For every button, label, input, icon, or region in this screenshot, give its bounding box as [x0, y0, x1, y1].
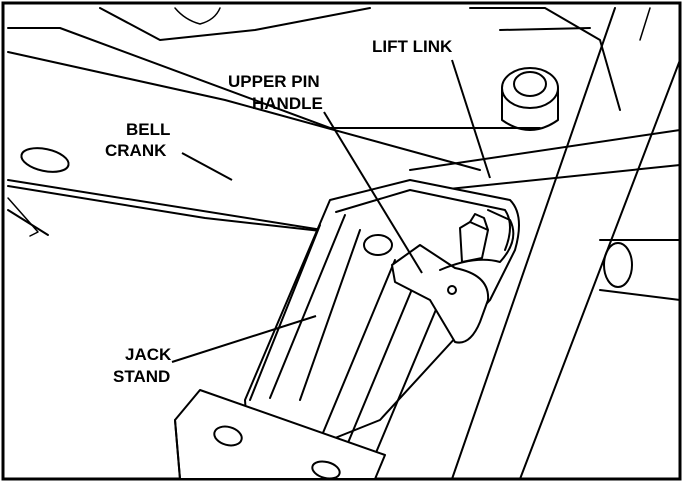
upper-housing-part — [99, 7, 621, 111]
jack-label: JACK — [125, 345, 172, 364]
upper-pin-handle-leader — [323, 111, 423, 274]
bell-crank-leader — [181, 152, 233, 181]
jack-post-top — [363, 234, 393, 256]
bell-label: BELL — [126, 120, 170, 139]
lift-link-part — [409, 67, 681, 301]
jack-stand-leader — [171, 315, 317, 363]
bushing — [501, 67, 559, 109]
upper-pin-label: UPPER PIN — [228, 72, 320, 91]
upper-pin-handle-part — [391, 209, 515, 344]
stand-label: STAND — [113, 367, 170, 386]
upper-pin — [459, 221, 489, 263]
base-hole-left — [213, 425, 243, 447]
pivot-pin — [603, 242, 633, 288]
crank-label: CRANK — [105, 141, 167, 160]
jack-stand-part — [174, 179, 520, 480]
base-hole-right — [311, 460, 341, 480]
frame-rail — [451, 7, 681, 480]
lift-link-label: LIFT LINK — [372, 37, 453, 56]
bell-crank-part — [7, 27, 541, 237]
bell-crank-hole — [20, 147, 70, 173]
lift-link-leader — [451, 59, 491, 179]
handle-label: HANDLE — [252, 94, 323, 113]
